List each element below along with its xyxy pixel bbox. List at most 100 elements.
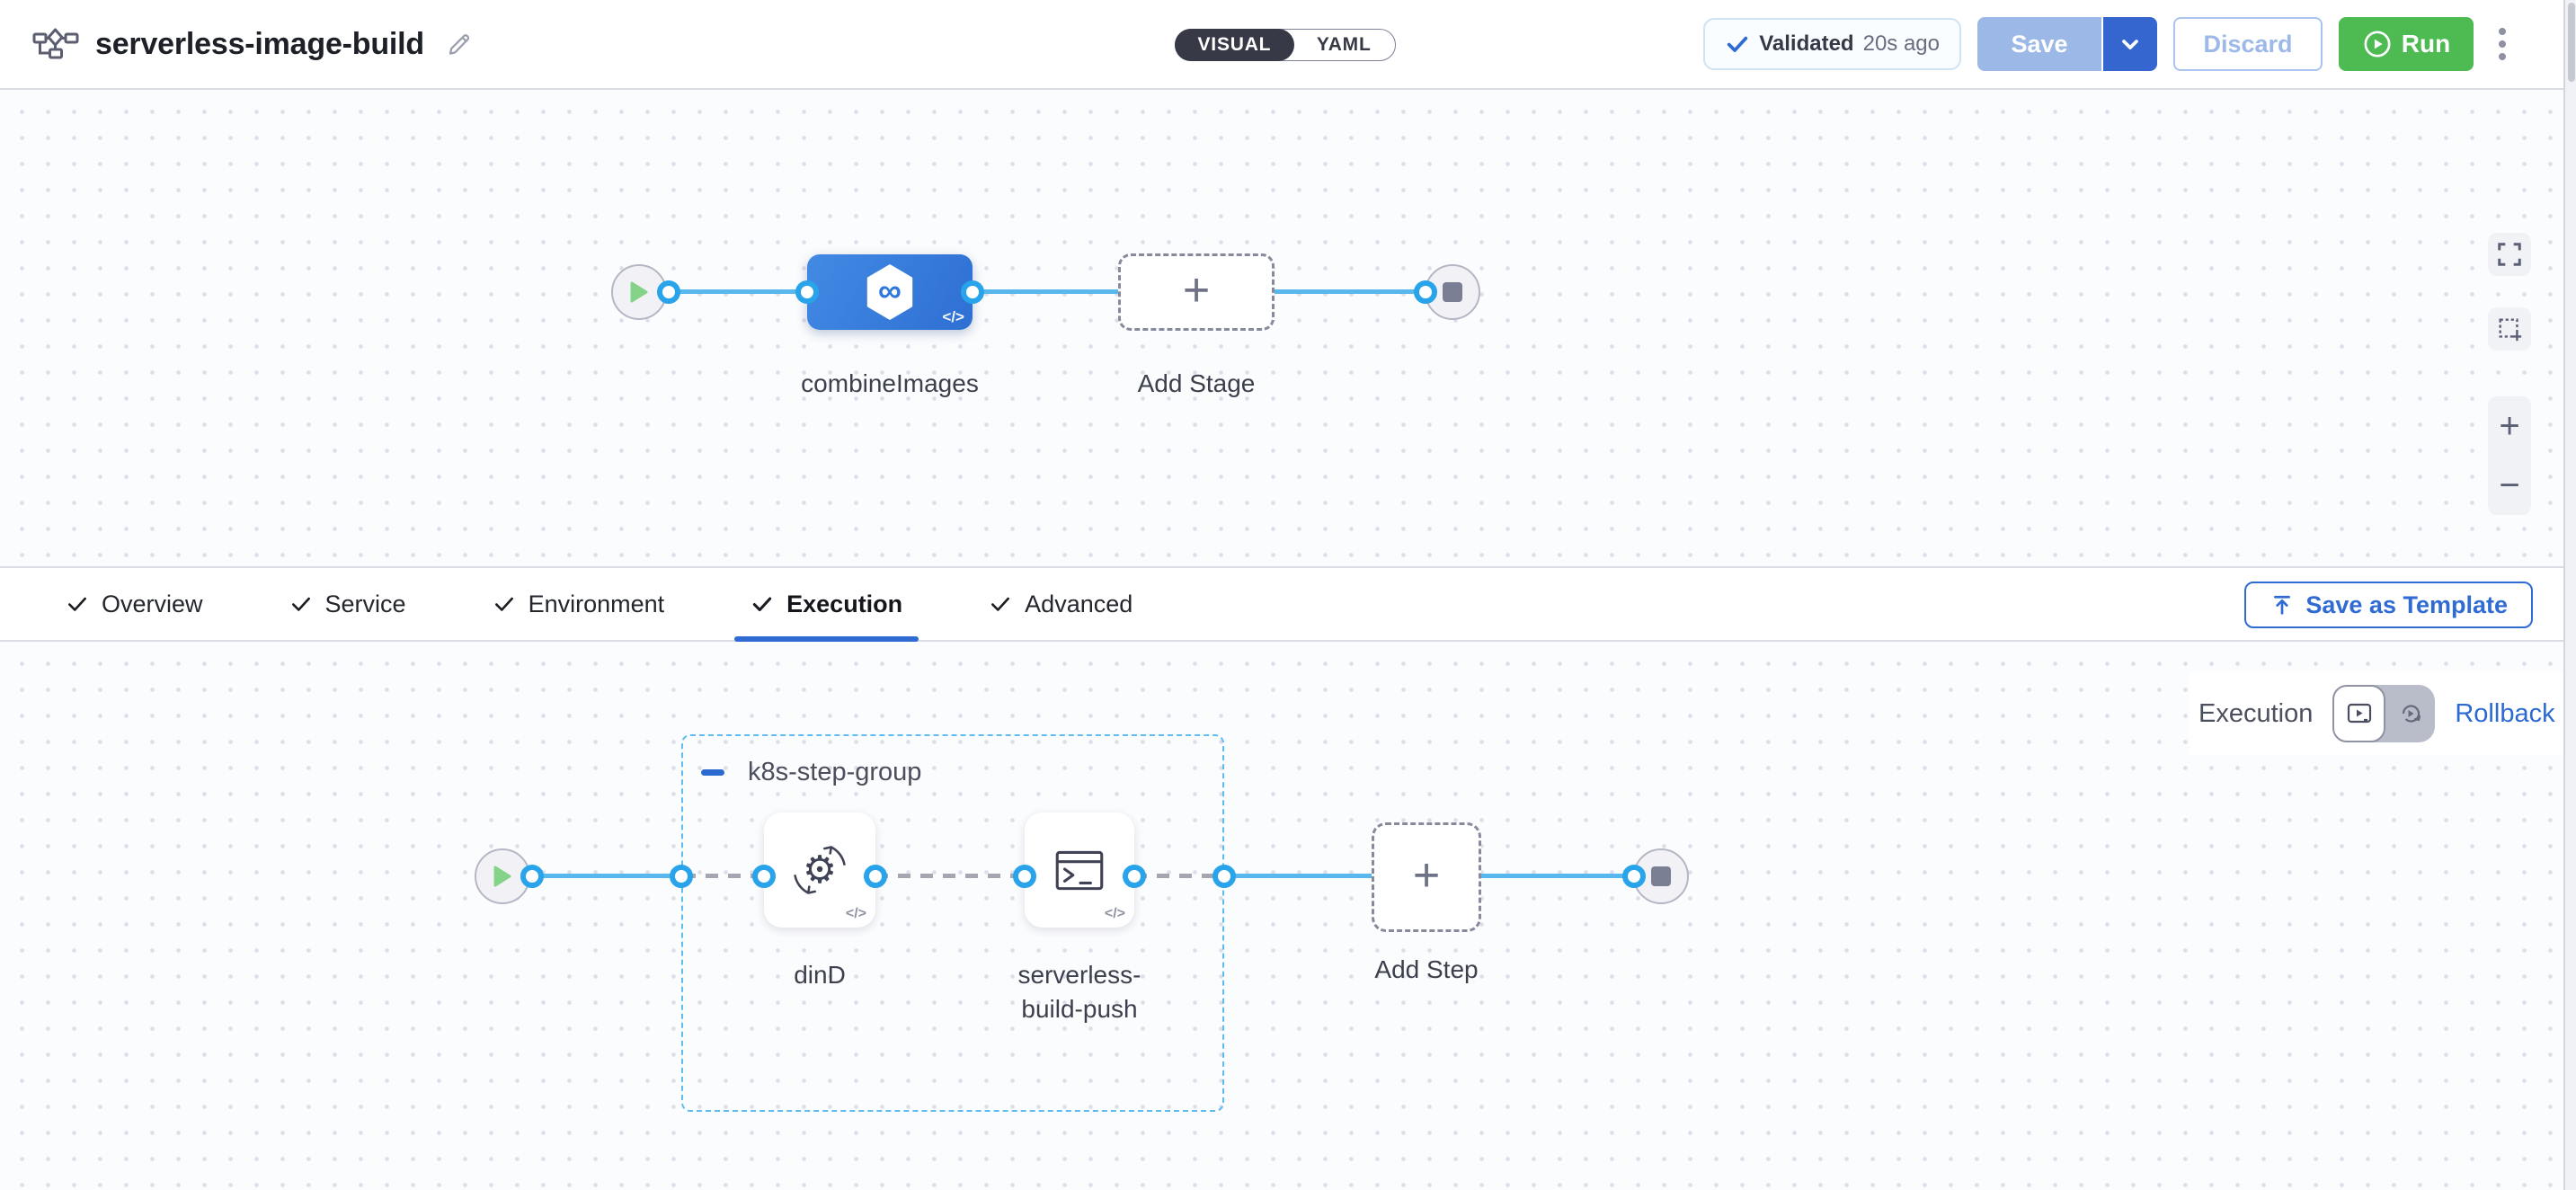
add-stage-label: Add Stage [1137,369,1256,397]
stop-icon [1651,866,1671,886]
terminal-icon [1055,850,1104,891]
serverless-in-port[interactable] [1013,865,1036,888]
stage-wire [666,289,1426,294]
more-options-menu[interactable] [2490,22,2515,66]
exec-wire-dash-1 [683,874,766,878]
ci-stage-icon: ∞ [866,264,913,320]
dind-in-port[interactable] [752,865,776,888]
exec-start-port[interactable] [520,865,544,888]
step-group-header: k8s-step-group [701,758,921,787]
add-step-label: Add Step [1374,955,1479,983]
tab-advanced[interactable]: Advanced [973,568,1149,640]
stage-in-port[interactable] [795,280,819,304]
stage-label: combineImages [801,369,979,397]
check-icon [752,597,772,612]
play-icon [630,281,648,303]
validation-time: 20s ago [1862,31,1940,56]
tab-overview[interactable]: Overview [49,568,219,640]
pipeline-start-node [611,264,667,320]
plus-icon: + [1182,264,1211,316]
collapse-group-button[interactable] [701,769,724,776]
dind-out-port[interactable] [864,865,887,888]
docker-dind-icon: ⚙ [794,846,846,894]
validation-status: Validated [1759,31,1854,56]
vertical-scrollbar[interactable] [2563,0,2576,1190]
check-icon [1728,36,1748,52]
code-badge-icon: </> [942,308,964,325]
exec-wire-dash-2 [875,874,1025,878]
end-in-port[interactable] [1414,280,1437,304]
tab-visual[interactable]: VISUAL [1174,28,1295,61]
tab-yaml[interactable]: YAML [1293,30,1395,60]
check-icon [291,597,310,611]
step-label-serverless: serverless-build-push [1017,961,1141,1023]
rollback-link[interactable]: Rollback [2455,698,2555,728]
pipeline-icon [32,28,79,59]
run-label: Run [2401,30,2451,58]
play-icon [493,866,511,887]
start-out-port[interactable] [657,280,680,304]
pipeline-tabs: Overview Service Environment Execution A… [0,566,2563,642]
zoom-out-button[interactable]: − [2488,456,2531,515]
step-group-k8s[interactable]: k8s-step-group [681,734,1224,1112]
step-node-dind[interactable]: ⚙ </> [764,813,875,928]
execution-rollback-toggle [2332,685,2436,742]
code-badge-icon: </> [845,906,866,921]
stage-canvas[interactable]: ∞ </> + combineImages Add Stage + − [0,90,2563,566]
svg-text:⚙: ⚙ [803,849,837,892]
validation-badge[interactable]: Validated 20s ago [1703,18,1961,70]
multi-select-button[interactable] [2488,307,2531,351]
plus-icon: + [1412,849,1441,901]
page-title: serverless-image-build [95,26,424,61]
exec-end-port[interactable] [1622,865,1646,888]
group-in-port[interactable] [670,865,693,888]
svg-text:∞: ∞ [878,272,902,309]
execution-canvas[interactable]: Execution Rollback k8s-step- [0,642,2563,1190]
pipeline-title-group: serverless-image-build [32,26,473,62]
discard-button[interactable]: Discard [2173,17,2323,71]
add-step-button[interactable]: + [1372,822,1481,932]
zoom-in-button[interactable]: + [2488,396,2531,456]
rollback-icon [2402,705,2421,723]
execution-mode-button[interactable] [2332,685,2386,742]
chevron-down-icon [2122,40,2138,49]
code-badge-icon: </> [1104,906,1125,921]
header-actions: Validated 20s ago Save Discard Run [1703,17,2515,71]
fullscreen-button[interactable] [2488,233,2531,276]
visual-yaml-toggle: VISUAL YAML [1174,28,1396,61]
zoom-controls: + − [2488,396,2531,515]
tab-environment[interactable]: Environment [476,568,681,640]
serverless-out-port[interactable] [1123,865,1146,888]
stage-node-combineimages[interactable]: ∞ </> [807,254,973,330]
scrollbar-thumb[interactable] [2568,3,2575,82]
exec-wire-dash-3 [1134,874,1224,878]
save-split-button: Save [1977,17,2157,71]
marquee-select-icon [2499,318,2522,342]
tab-execution[interactable]: Execution [734,568,919,642]
step-node-serverless-build-push[interactable]: </> [1025,813,1134,928]
check-icon [68,597,86,611]
check-icon [494,597,513,611]
fullscreen-icon [2498,243,2521,266]
tab-service[interactable]: Service [273,568,422,640]
group-out-port[interactable] [1212,865,1236,888]
exec-wire-start [532,874,683,878]
edit-pencil-icon[interactable] [446,31,473,58]
check-icon [991,597,1010,611]
stop-icon [1443,282,1462,302]
upload-icon [2274,595,2291,615]
save-as-template-button[interactable]: Save as Template [2244,582,2533,628]
save-button[interactable]: Save [1977,17,2103,71]
app-header: serverless-image-build VISUAL YAML Valid… [0,0,2563,90]
step-label-dind: dinD [794,961,846,989]
step-group-name: k8s-step-group [748,758,922,786]
stage-out-port[interactable] [961,280,984,304]
execution-steps-icon [2347,703,2371,724]
run-button[interactable]: Run [2339,17,2474,71]
rollback-mode-button[interactable] [2385,685,2435,742]
execution-mode-panel: Execution Rollback [2190,672,2563,755]
execution-view-label: Execution [2198,698,2314,728]
add-stage-button[interactable]: + [1118,253,1275,331]
save-options-button[interactable] [2103,17,2157,71]
